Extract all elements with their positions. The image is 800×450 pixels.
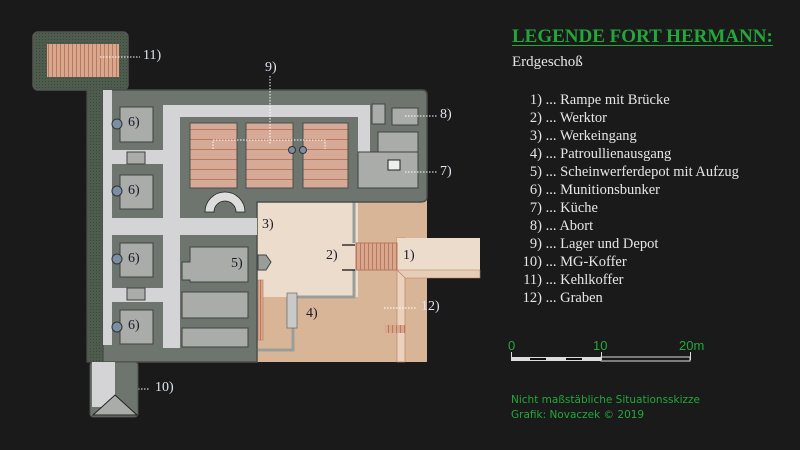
storage-room	[302, 122, 349, 189]
west-earth	[86, 87, 104, 363]
label-11: 11)	[143, 48, 162, 63]
legend: LEGENDE FORT HERMANN: Erdgeschoß 1) ... …	[512, 26, 773, 307]
legend-item: 11) ... Kehlkoffer	[523, 272, 624, 288]
label-6d: 6)	[128, 318, 140, 333]
scale-graphic	[511, 352, 691, 362]
credits-disclaimer: Nicht maßstäbliche Situationsskizze	[511, 394, 700, 406]
column-icon	[299, 146, 307, 154]
mg-koffer-roof	[91, 394, 139, 416]
legend-item: 12) ... Graben	[522, 290, 603, 306]
courtyard	[257, 202, 358, 297]
west-corridor	[103, 90, 112, 345]
gate-marks	[342, 244, 355, 271]
legend-item: 7) ... Küche	[529, 200, 598, 216]
patrol-exit	[286, 292, 298, 329]
legend-item: 2) ... Werktor	[529, 110, 608, 126]
scale-tick-0: 0	[508, 338, 516, 353]
credits: Nicht maßstäbliche Situationsskizze Graf…	[511, 393, 700, 423]
bunker-lamps	[111, 118, 123, 333]
legend-title: LEGENDE FORT HERMANN:	[512, 26, 773, 47]
label-7: 7)	[440, 164, 452, 179]
patrol-stair	[257, 279, 264, 341]
label-3: 3)	[262, 217, 274, 232]
ramp	[397, 238, 480, 270]
legend-item: 1) ... Rampe mit Brücke	[529, 92, 670, 108]
column-icon	[288, 146, 296, 154]
kehlkoffer-deck	[47, 44, 119, 77]
lower-rooms	[181, 246, 272, 348]
label-12: 12)	[421, 299, 440, 314]
spiral-stair	[204, 191, 246, 213]
legend-list: 1) ... Rampe mit Brücke 2) ... Werktor 3…	[512, 91, 773, 307]
label-8: 8)	[440, 107, 452, 122]
label-10: 10)	[155, 380, 174, 395]
scale-tick-20: 20m	[679, 338, 705, 353]
legend-item: 3) ... Werkeingang	[529, 128, 637, 144]
label-2: 2)	[326, 248, 338, 263]
east-corridor	[358, 105, 370, 152]
scale-tick-10: 10	[593, 338, 608, 353]
leader-9	[212, 76, 326, 149]
legend-item: 4) ... Patroullienausgang	[529, 146, 672, 162]
stove-icon	[387, 159, 401, 171]
legend-item: 9) ... Lager und Depot	[529, 236, 659, 252]
label-5: 5)	[231, 256, 243, 271]
scale-bar: 0 10 20m	[508, 338, 704, 368]
label-6a: 6)	[128, 115, 140, 130]
legend-item: 10) ... MG-Koffer	[522, 254, 627, 270]
storage-room	[189, 122, 238, 189]
cross-corridor	[112, 218, 257, 235]
legend-item: 8) ... Abort	[529, 218, 594, 234]
legend-item: 5) ... Scheinwerferdepot mit Aufzug	[529, 164, 739, 180]
label-6c: 6)	[128, 251, 140, 266]
bridge	[355, 242, 398, 271]
legend-item: 6) ... Munitionsbunker	[529, 182, 661, 198]
mg-koffer-corridor	[92, 362, 115, 407]
moat-stair	[385, 325, 405, 333]
service-rooms	[357, 103, 419, 189]
label-9: 9)	[265, 60, 277, 75]
legend-subtitle: Erdgeschoß	[512, 54, 583, 70]
label-6b: 6)	[128, 183, 140, 198]
label-4: 4)	[306, 306, 318, 321]
top-corridor	[163, 105, 370, 117]
storage-room	[245, 122, 294, 189]
label-1: 1)	[403, 248, 415, 263]
credits-author: Grafik: Novaczek © 2019	[511, 409, 645, 421]
ramp-slope	[396, 269, 481, 279]
